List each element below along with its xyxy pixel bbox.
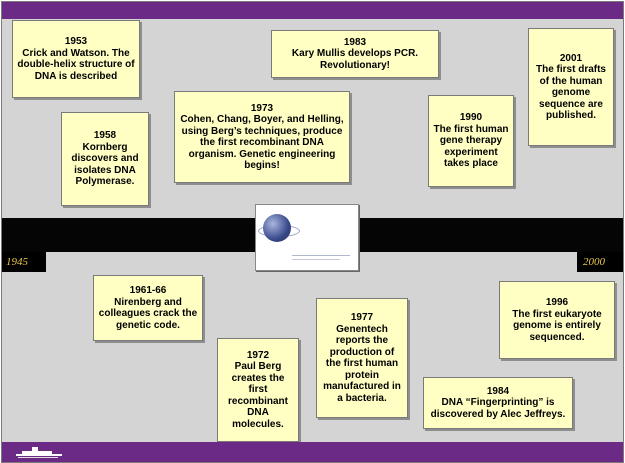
event-text: Paul Berg creates the first recombinant … (227, 361, 288, 430)
bottom-bar (2, 442, 623, 462)
event-text: Kornberg discovers and isolates DNA Poly… (71, 141, 139, 188)
event-text: The first drafts of the human genome seq… (535, 64, 606, 121)
event-year: 1972 (246, 349, 270, 361)
event-card-1953: 1953 Crick and Watson. The double-helix … (12, 20, 140, 98)
event-card-1961: 1961-66 Nirenberg and colleagues crack t… (93, 275, 203, 341)
event-year: 1958 (93, 130, 117, 142)
event-card-1958: 1958 Kornberg discovers and isolates DNA… (61, 112, 149, 206)
event-card-1983: 1983 Kary Mullis develops PCR. Revolutio… (271, 30, 439, 78)
event-text: DNA “Fingerprinting” is discovered by Al… (430, 397, 566, 420)
event-text: Nirenberg and colleagues crack the genet… (98, 296, 198, 331)
event-year: 1984 (486, 385, 510, 397)
event-year: 1977 (350, 312, 374, 323)
event-text: The first human gene therapy experiment … (433, 123, 509, 170)
event-year: 1961-66 (129, 285, 167, 296)
event-year: 2001 (559, 52, 583, 64)
event-text: Kary Mullis develops PCR. Revolutionary! (291, 48, 419, 71)
event-year: 1953 (64, 36, 88, 47)
event-card-1996: 1996 The first eukaryote genome is entir… (499, 281, 615, 359)
event-year: 1990 (459, 112, 483, 124)
timeline-end-year: 2000 (577, 252, 623, 272)
event-text: Genentech reports the production of the … (323, 323, 401, 404)
event-card-1973: 1973 Cohen, Chang, Boyer, and Helling, u… (174, 91, 350, 183)
event-card-1977: 1977 Genentech reports the production of… (316, 298, 408, 418)
ship-icon (16, 447, 62, 458)
event-text: The first eukaryote genome is entirely s… (512, 308, 602, 343)
event-card-1990: 1990 The first human gene therapy experi… (428, 95, 514, 187)
top-bar (2, 2, 623, 19)
globe-logo-icon (255, 204, 359, 271)
event-year: 1983 (343, 36, 367, 48)
event-text: Crick and Watson. The double-helix struc… (17, 47, 135, 82)
event-card-2001: 2001 The first drafts of the human genom… (528, 28, 614, 146)
event-year: 1996 (545, 297, 569, 308)
event-text: Cohen, Chang, Boyer, and Helling, using … (180, 114, 344, 171)
event-card-1972: 1972 Paul Berg creates the first recombi… (217, 338, 299, 442)
timeline-start-year: 1945 (2, 252, 46, 272)
event-card-1984: 1984 DNA “Fingerprinting” is discovered … (423, 377, 573, 429)
event-year: 1973 (250, 102, 274, 114)
